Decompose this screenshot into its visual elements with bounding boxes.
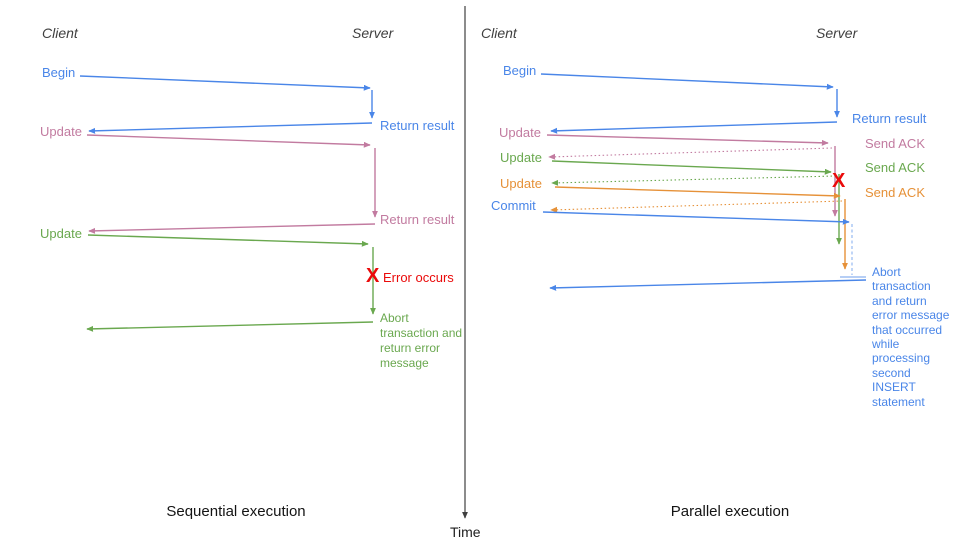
right-ack-1-dotted-arrow bbox=[548, 147, 833, 160]
left-return-result-1-arrow bbox=[88, 122, 373, 134]
right-send-ack-2-label: Send ACK bbox=[865, 160, 925, 175]
right-ack-3-dotted-arrow bbox=[550, 200, 843, 213]
right-begin-arrow bbox=[540, 73, 834, 90]
left-client-header: Client bbox=[42, 25, 78, 41]
left-panel-caption: Sequential execution bbox=[166, 503, 306, 520]
right-return-result-arrow bbox=[550, 121, 838, 134]
right-error-x-icon: X bbox=[832, 170, 846, 192]
left-begin-arrow bbox=[79, 75, 371, 91]
right-update-1-arrow bbox=[546, 134, 829, 146]
right-panel-arrows bbox=[540, 73, 867, 291]
right-update-3-arrow bbox=[554, 186, 841, 199]
right-begin-label: Begin bbox=[503, 63, 537, 78]
right-update-3-label: Update bbox=[500, 176, 542, 191]
right-update-1-label: Update bbox=[499, 125, 541, 140]
right-client-header: Client bbox=[481, 25, 517, 41]
right-ack-2-dotted-arrow bbox=[551, 175, 837, 186]
left-server-header: Server bbox=[352, 25, 394, 41]
right-return-result-label: Return result bbox=[852, 111, 927, 126]
left-return-result-1-label: Return result bbox=[380, 118, 455, 133]
right-abort-message: Abort transaction and return error messa… bbox=[872, 265, 950, 409]
right-commit-arrow bbox=[542, 211, 850, 225]
right-server-header: Server bbox=[816, 25, 858, 41]
time-axis-label: Time bbox=[450, 524, 481, 540]
right-abort-return-arrow bbox=[549, 279, 867, 291]
left-error-label: Error occurs bbox=[383, 270, 454, 285]
right-panel-caption: Parallel execution bbox=[670, 503, 790, 520]
left-panel-arrows bbox=[79, 75, 378, 332]
left-abort-return-arrow bbox=[86, 321, 374, 332]
right-send-ack-3-label: Send ACK bbox=[865, 185, 925, 200]
left-error-x-icon: X bbox=[366, 265, 380, 287]
left-return-result-2-arrow bbox=[88, 223, 376, 234]
right-commit-label: Commit bbox=[491, 198, 536, 213]
left-update-2-label: Update bbox=[40, 226, 82, 241]
left-update-1-label: Update bbox=[40, 124, 82, 139]
right-update-2-arrow bbox=[551, 160, 832, 175]
left-update-1-arrow bbox=[86, 134, 371, 148]
right-update-2-label: Update bbox=[500, 150, 542, 165]
left-return-result-2-label: Return result bbox=[380, 212, 455, 227]
left-begin-label: Begin bbox=[42, 65, 76, 80]
left-abort-message: Abort transaction and return error messa… bbox=[380, 311, 463, 370]
right-send-ack-1-label: Send ACK bbox=[865, 136, 925, 151]
left-update-2-arrow bbox=[87, 234, 369, 247]
